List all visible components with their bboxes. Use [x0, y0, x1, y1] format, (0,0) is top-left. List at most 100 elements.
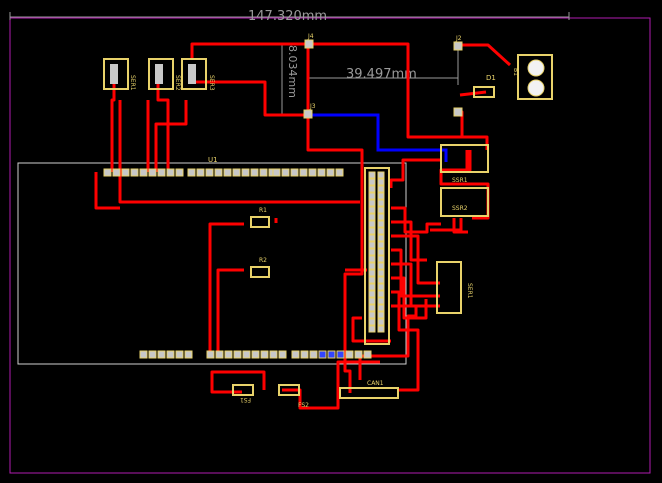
pad: [139, 168, 148, 177]
fs2-label: FS2: [298, 402, 309, 409]
header-pad: [368, 234, 376, 242]
fs1-label: FS1: [240, 396, 251, 403]
u1-outline: [17, 162, 407, 365]
pad: [175, 350, 184, 359]
header-pad: [377, 220, 385, 228]
fs1-body: [232, 384, 254, 396]
pad: [130, 168, 139, 177]
pad: [250, 168, 259, 177]
d1-body: [473, 86, 495, 98]
pad: [309, 350, 318, 359]
servo-connectors: [103, 58, 207, 90]
resistors: [250, 216, 270, 278]
pad: [232, 168, 241, 177]
header-pad: [368, 199, 376, 207]
j4-label: J4: [307, 33, 314, 40]
pad: [121, 168, 130, 177]
header-pad: [377, 283, 385, 291]
header-pad: [368, 178, 376, 186]
pad: [260, 350, 269, 359]
pad: [281, 168, 290, 177]
ssr1-label: SSR1: [452, 177, 468, 184]
board-width-dimension: [9, 12, 570, 20]
header-pad: [368, 248, 376, 256]
header-pad: [377, 241, 385, 249]
pad: [300, 350, 309, 359]
header-pad: [377, 227, 385, 235]
pad: [103, 168, 112, 177]
header-pad: [368, 325, 376, 333]
pad: [269, 350, 278, 359]
pad: [242, 350, 251, 359]
pad: [259, 168, 268, 177]
pad: [175, 168, 184, 177]
pad: [336, 350, 345, 359]
u1-label: U1: [208, 156, 218, 164]
header-pad: [368, 297, 376, 305]
b1-connector: [517, 54, 553, 100]
header-pad: [368, 283, 376, 291]
header-pad: [377, 318, 385, 326]
b1-label: B1: [512, 68, 519, 76]
pad: [354, 350, 363, 359]
pad: [166, 350, 175, 359]
can1-label: CAN1: [367, 380, 384, 387]
header-pad: [377, 213, 385, 221]
header-pad: [377, 262, 385, 270]
header-pad: [377, 192, 385, 200]
pad: [327, 350, 336, 359]
header-pad: [377, 290, 385, 298]
pad-rows: [103, 168, 372, 359]
pad: [205, 168, 214, 177]
pad: [251, 350, 260, 359]
right-plug-body: [436, 261, 462, 314]
header-pad: [368, 171, 376, 179]
header-pad: [377, 185, 385, 193]
header-pad: [368, 185, 376, 193]
header-pad: [368, 255, 376, 263]
ssr2-body: [440, 187, 489, 217]
board-width-label: 147.320mm: [248, 9, 327, 24]
right-header-pads: [368, 171, 385, 333]
d1-label: D1: [486, 74, 496, 82]
header-pad: [368, 213, 376, 221]
pad: [299, 168, 308, 177]
header-pad: [368, 220, 376, 228]
j2-label: J2: [455, 35, 462, 42]
pad: [272, 168, 281, 177]
j3-label: J3: [309, 103, 316, 110]
pad: [345, 350, 354, 359]
pad: [363, 350, 372, 359]
pad: [214, 168, 223, 177]
pad: [233, 350, 242, 359]
header-pad: [377, 199, 385, 207]
header-pad: [377, 171, 385, 179]
header-pad: [377, 325, 385, 333]
header-pad: [377, 234, 385, 242]
right-header-outline: [364, 167, 390, 345]
header-pad: [377, 311, 385, 319]
header-pad: [368, 192, 376, 200]
header-pad: [377, 206, 385, 214]
pad: [157, 168, 166, 177]
ssr2-label: SSR2: [452, 205, 468, 212]
can1-body: [339, 387, 399, 399]
pad: [308, 168, 317, 177]
header-pad: [377, 248, 385, 256]
pad: [187, 168, 196, 177]
pad: [326, 168, 335, 177]
pad: [196, 168, 205, 177]
pad: [148, 350, 157, 359]
pad: [317, 168, 326, 177]
pad: [318, 350, 327, 359]
pad: [166, 168, 175, 177]
pad: [241, 168, 250, 177]
ser2-label: SER2: [174, 75, 181, 91]
ser1-label: SER1: [129, 75, 136, 91]
pad: [139, 350, 148, 359]
pad: [290, 168, 299, 177]
board-outline: [9, 17, 651, 474]
pad: [206, 350, 215, 359]
pad: [278, 350, 287, 359]
